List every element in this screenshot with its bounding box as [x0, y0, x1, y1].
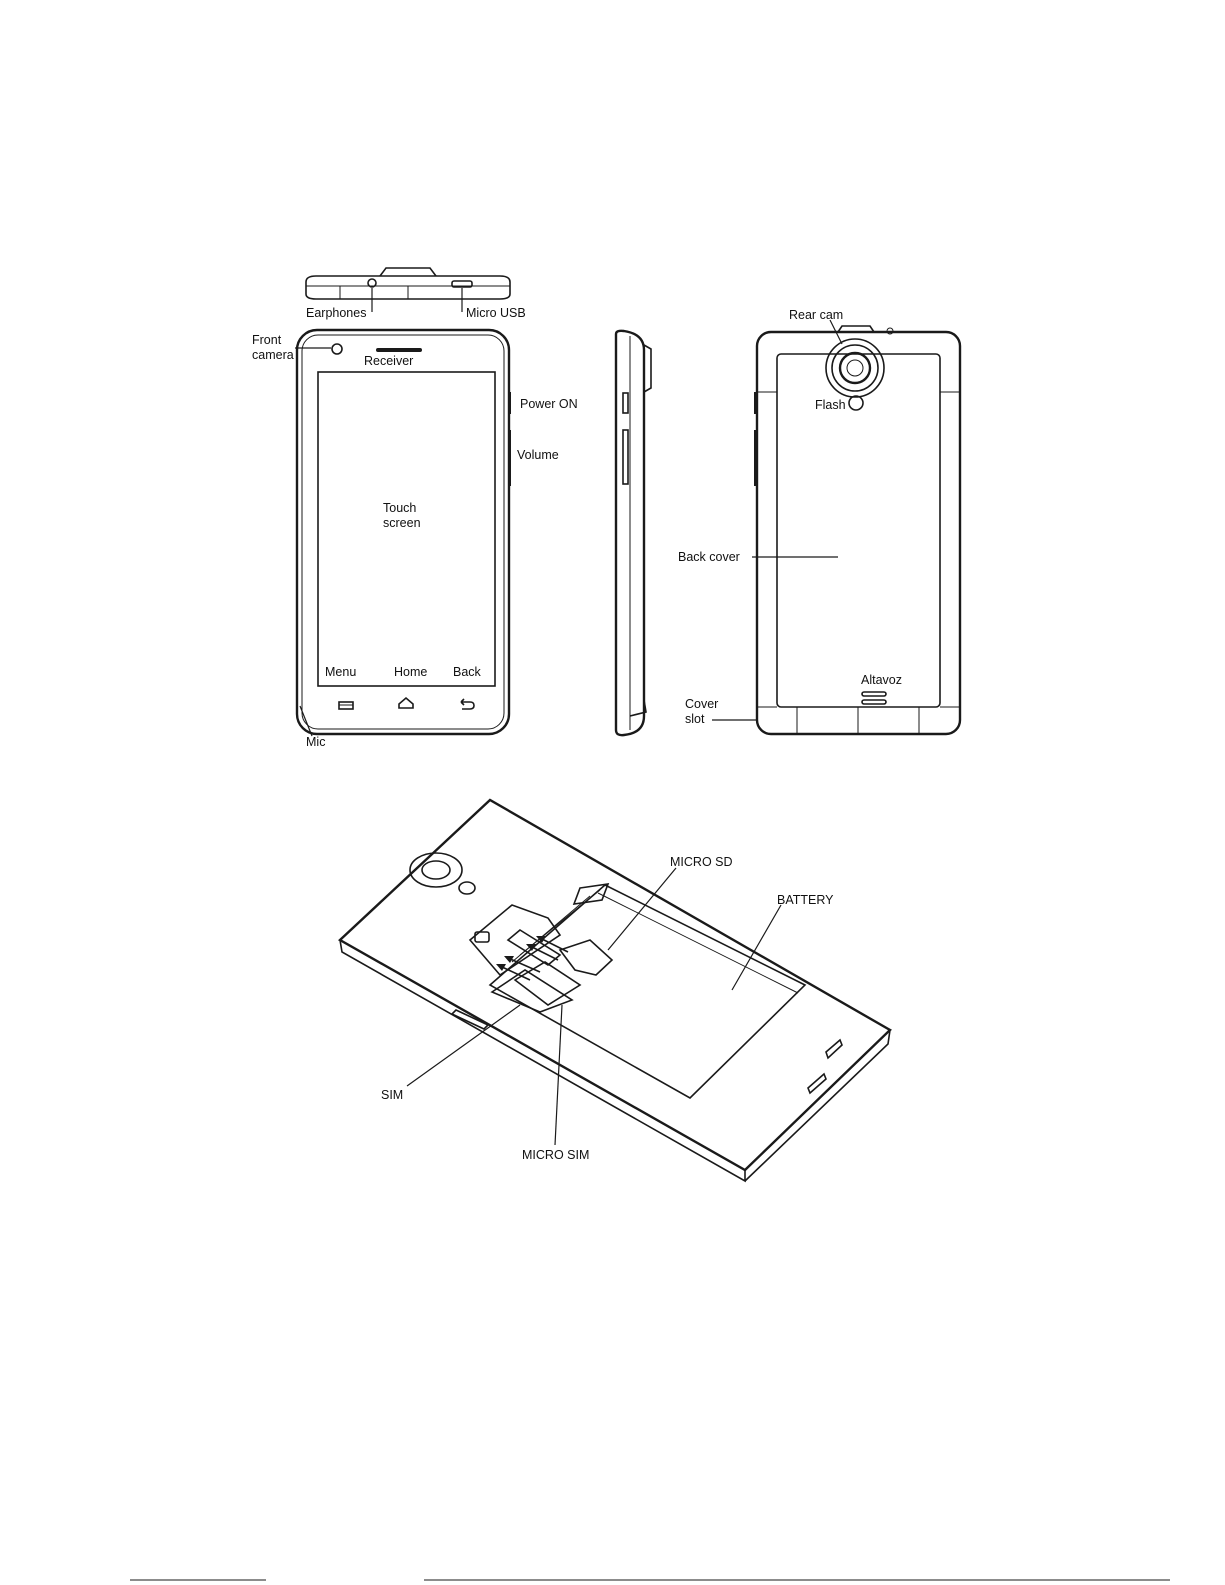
back-cover-label: Back cover: [678, 550, 740, 564]
phone-back-view: [712, 320, 960, 734]
battery-label: BATTERY: [777, 893, 834, 907]
flash-icon: [849, 396, 863, 410]
touch-screen-label-line1: Touch: [383, 501, 416, 515]
front-camera-label-line2: camera: [252, 348, 294, 362]
back-cover-panel: [777, 354, 940, 707]
micro-sd-label: MICRO SD: [670, 855, 733, 869]
touch-screen-label-line2: screen: [383, 516, 421, 530]
home-key-icon: [399, 698, 413, 708]
micro-sd-card: [560, 940, 612, 975]
back-label: Back: [453, 665, 482, 679]
micro-usb-label: Micro USB: [466, 306, 526, 320]
home-label: Home: [394, 665, 427, 679]
earphones-label: Earphones: [306, 306, 366, 320]
volume-label: Volume: [517, 448, 559, 462]
battery-compartment: [490, 885, 805, 1098]
micro-sim-label: MICRO SIM: [522, 1148, 589, 1162]
cover-slot-label-line2: slot: [685, 712, 705, 726]
back-key-icon: [461, 699, 474, 709]
sim-label: SIM: [381, 1088, 403, 1102]
front-camera-icon: [332, 344, 342, 354]
flash-icon: [459, 882, 475, 894]
altavoz-label: Altavoz: [861, 673, 902, 687]
receiver-label: Receiver: [364, 354, 413, 368]
front-camera-label-line1: Front: [252, 333, 282, 347]
menu-label: Menu: [325, 665, 356, 679]
cover-slot-label-line1: Cover: [685, 697, 718, 711]
power-on-label: Power ON: [520, 397, 578, 411]
rear-camera-icon: [410, 853, 462, 887]
rear-camera-icon: [826, 339, 884, 397]
speaker-grille-icon: [862, 692, 886, 704]
rear-cam-label: Rear cam: [789, 308, 843, 322]
menu-key-icon: [339, 702, 353, 709]
sim-card: [492, 970, 572, 1012]
phone-side-view: [616, 331, 651, 735]
mic-label: Mic: [306, 735, 325, 749]
phone-open-back-view: [340, 800, 890, 1181]
flash-label: Flash: [815, 398, 846, 412]
receiver-icon: [376, 348, 422, 352]
